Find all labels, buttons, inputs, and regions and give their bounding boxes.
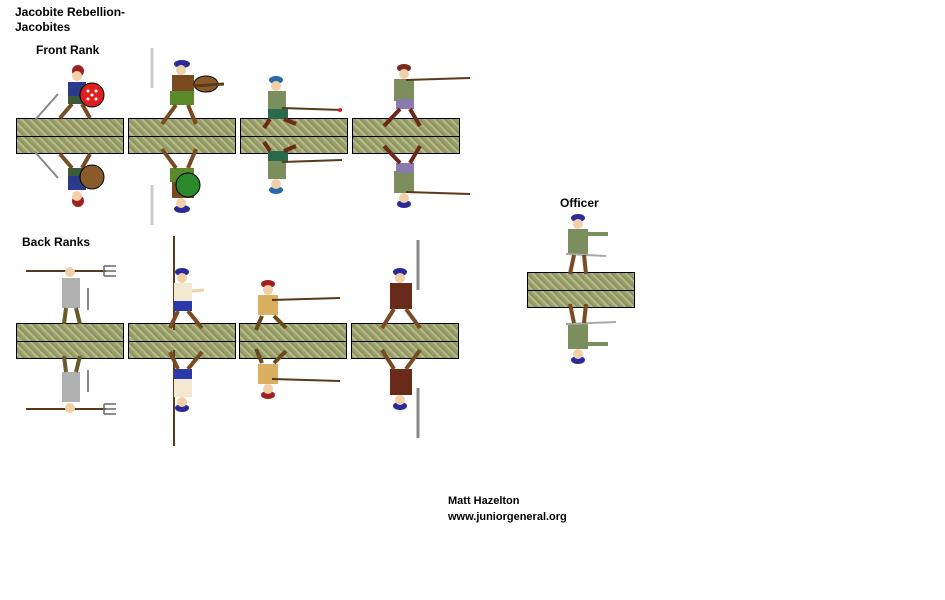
credits: Matt Hazelton www.juniorgeneral.org bbox=[448, 493, 567, 525]
back-ranks-heading: Back Ranks bbox=[22, 235, 91, 249]
musket-and-targe-soldier-mirror bbox=[150, 147, 201, 225]
website-url: www.juniorgeneral.org bbox=[448, 511, 567, 523]
front-rank-base-4[interactable] bbox=[352, 118, 460, 154]
front-rank-heading: Front Rank bbox=[36, 43, 100, 57]
sword-and-targe-soldier-figure bbox=[34, 65, 105, 121]
page-title: Jacobite Rebellion- Jacobites bbox=[15, 5, 125, 35]
title-line-1: Jacobite Rebellion- bbox=[15, 5, 126, 19]
pitchfork-soldier-figure bbox=[26, 265, 116, 325]
firing-musketeer-figure bbox=[382, 64, 471, 128]
pointing-officer-figure bbox=[565, 214, 608, 275]
front-rank-base-1[interactable] bbox=[16, 118, 124, 154]
broadsword-soldier-figure bbox=[380, 240, 422, 330]
pike-soldier-mirror bbox=[168, 350, 204, 446]
pointing-officer-mirror bbox=[565, 303, 617, 364]
officer-heading: Officer bbox=[560, 196, 599, 210]
pitchfork-soldier-mirror bbox=[26, 355, 116, 415]
broadsword-soldier-mirror bbox=[380, 348, 422, 438]
back-rank-base-4[interactable] bbox=[351, 323, 459, 359]
kneeling-musketeer-figure bbox=[262, 76, 343, 130]
front-rank-base-2[interactable] bbox=[128, 118, 236, 154]
musket-and-targe-soldier-figure bbox=[150, 48, 225, 126]
sword-and-targe-soldier-mirror bbox=[34, 151, 105, 207]
kneeling-musketeer-mirror bbox=[262, 140, 343, 194]
back-rank-base-2[interactable] bbox=[128, 323, 236, 359]
kneeling-musketeer-tan-figure bbox=[254, 280, 341, 331]
officer-base[interactable] bbox=[527, 272, 635, 308]
author-name: Matt Hazelton bbox=[448, 495, 520, 507]
pike-soldier-figure bbox=[168, 236, 205, 330]
title-line-2: Jacobites bbox=[15, 20, 71, 34]
kneeling-musketeer-tan-mirror bbox=[254, 348, 341, 399]
back-rank-base-1[interactable] bbox=[16, 323, 124, 359]
firing-musketeer-mirror bbox=[382, 144, 471, 208]
